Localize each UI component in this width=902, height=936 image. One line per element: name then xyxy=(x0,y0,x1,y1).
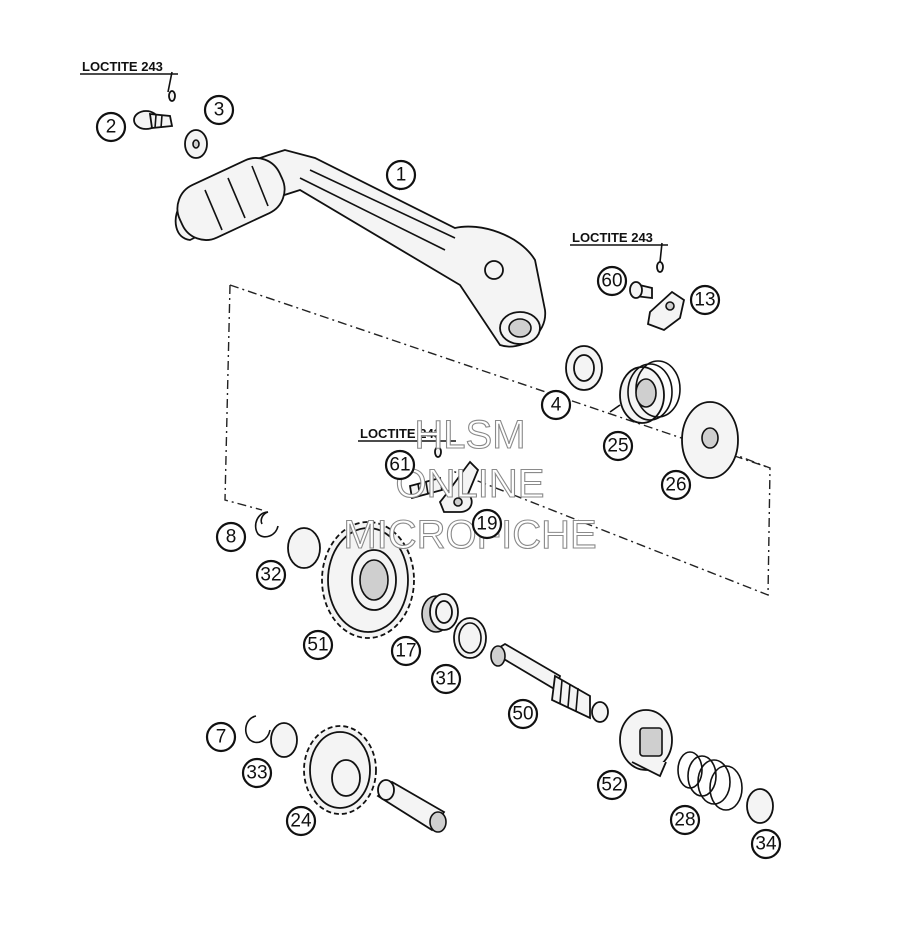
callout-61: 61 xyxy=(384,449,416,481)
callout-7: 7 xyxy=(205,721,237,753)
callout-32: 32 xyxy=(255,559,287,591)
svg-text:1: 1 xyxy=(396,165,407,186)
loctite-label-right: LOCTITE 243 xyxy=(572,230,653,245)
leader-lines xyxy=(167,71,663,448)
callout-19: 19 xyxy=(471,508,503,540)
callout-34: 34 xyxy=(750,828,782,860)
callout-24: 24 xyxy=(285,805,317,837)
svg-text:17: 17 xyxy=(395,641,416,662)
svg-text:2: 2 xyxy=(106,117,117,138)
kick-gear xyxy=(321,521,415,639)
circlip-lower xyxy=(244,715,271,744)
svg-text:7: 7 xyxy=(216,727,227,748)
svg-text:34: 34 xyxy=(755,834,777,855)
ratchet-spring xyxy=(677,751,743,811)
svg-text:28: 28 xyxy=(674,810,695,831)
svg-text:32: 32 xyxy=(260,565,281,586)
pawl xyxy=(438,460,480,513)
callout-50: 50 xyxy=(507,698,539,730)
svg-text:4: 4 xyxy=(551,395,562,416)
svg-text:31: 31 xyxy=(435,669,456,690)
thrust-washer xyxy=(565,345,603,391)
ratchet xyxy=(619,709,673,778)
callout-25: 25 xyxy=(602,430,634,462)
assembly-guide-lines xyxy=(224,284,771,597)
callouts: 1 2 3 4 7 8 13 17 19 24 25 26 28 31 32 3… xyxy=(95,94,782,860)
svg-text:52: 52 xyxy=(601,775,622,796)
loctite-label-center: LOCTITE 243 xyxy=(360,426,441,441)
kick-spring xyxy=(609,360,681,424)
callout-33: 33 xyxy=(241,757,273,789)
shim xyxy=(453,617,487,659)
callout-17: 17 xyxy=(390,635,422,667)
lever-washer xyxy=(184,129,208,159)
svg-text:19: 19 xyxy=(476,514,497,535)
washer-lower xyxy=(270,722,298,758)
svg-text:51: 51 xyxy=(307,635,328,656)
callout-13: 13 xyxy=(689,284,721,316)
kick-shaft xyxy=(490,642,609,723)
svg-text:3: 3 xyxy=(214,100,225,121)
circlip-upper xyxy=(254,511,279,538)
svg-text:61: 61 xyxy=(389,455,410,476)
callout-31: 31 xyxy=(430,663,462,695)
callout-60: 60 xyxy=(596,265,628,297)
svg-text:60: 60 xyxy=(601,271,622,292)
callout-51: 51 xyxy=(302,629,334,661)
svg-text:13: 13 xyxy=(694,290,715,311)
svg-text:8: 8 xyxy=(226,527,237,548)
svg-text:24: 24 xyxy=(290,811,312,832)
bracket-bolt xyxy=(629,261,664,300)
callout-1: 1 xyxy=(385,159,417,191)
callout-3: 3 xyxy=(203,94,235,126)
idler-gear xyxy=(303,725,377,815)
callout-4: 4 xyxy=(540,389,572,421)
bracket xyxy=(646,290,686,332)
washer-end xyxy=(746,788,774,824)
callout-2: 2 xyxy=(95,111,127,143)
svg-text:25: 25 xyxy=(607,436,628,457)
callout-28: 28 xyxy=(669,804,701,836)
needle-bearing xyxy=(421,593,459,633)
washer-upper xyxy=(287,527,321,569)
watermark: HLSM ONLINE MICROFICHE xyxy=(343,412,597,557)
watermark-line2: ONLINE xyxy=(396,462,545,506)
svg-text:50: 50 xyxy=(512,704,533,725)
spring-disc xyxy=(681,401,739,479)
kick-lever xyxy=(174,149,546,348)
callout-52: 52 xyxy=(596,769,628,801)
lever-bolt xyxy=(133,90,176,130)
svg-text:33: 33 xyxy=(246,763,267,784)
svg-text:26: 26 xyxy=(665,475,686,496)
bushing xyxy=(376,779,447,833)
watermark-line3: MICROFICHE xyxy=(343,513,596,557)
watermark-line1: HLSM xyxy=(414,413,525,457)
pawl-bolt xyxy=(408,446,444,500)
callout-8: 8 xyxy=(215,521,247,553)
loctite-label-top-left: LOCTITE 243 xyxy=(82,59,163,74)
callout-26: 26 xyxy=(660,469,692,501)
loctite-labels: LOCTITE 243 LOCTITE 243 LOCTITE 243 xyxy=(80,59,668,442)
